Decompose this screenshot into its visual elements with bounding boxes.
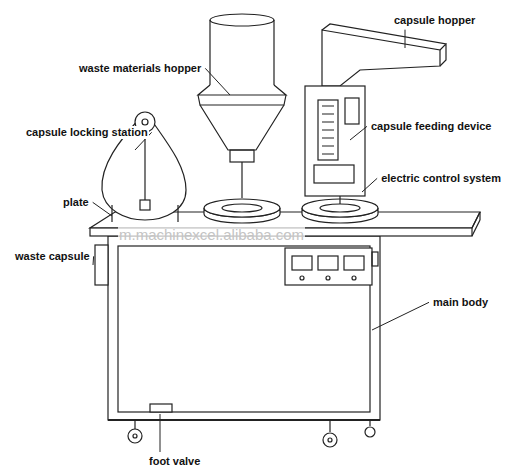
- foot-valve-shape: [150, 404, 172, 412]
- waste-capsule-box: [95, 245, 108, 285]
- part-label: plate: [62, 196, 90, 209]
- part-label: main body: [432, 296, 489, 309]
- part-label: foot valve: [148, 455, 201, 468]
- leader-line: [93, 256, 95, 265]
- leader-line: [362, 178, 377, 192]
- part-label: capsule hopper: [393, 14, 476, 27]
- leader-line: [93, 202, 112, 216]
- part-label: waste capsule: [14, 250, 91, 263]
- switch: [372, 252, 378, 266]
- waste-hopper-shape: [198, 14, 286, 223]
- part-label: capsule locking station: [25, 126, 149, 139]
- part-label: capsule feeding device: [370, 120, 492, 133]
- leader-line: [160, 414, 161, 452]
- wheels: [128, 420, 375, 447]
- part-label: waste materials hopper: [78, 62, 202, 75]
- leader-line: [350, 126, 367, 140]
- watermark: m.machinexcel.alibaba.com: [118, 226, 305, 243]
- control-panel: [285, 248, 372, 285]
- leader-line: [405, 30, 406, 48]
- part-label: electric control system: [380, 172, 502, 185]
- leader-line: [372, 302, 429, 330]
- main-body-shape: [108, 236, 380, 420]
- leader-line: [205, 68, 230, 95]
